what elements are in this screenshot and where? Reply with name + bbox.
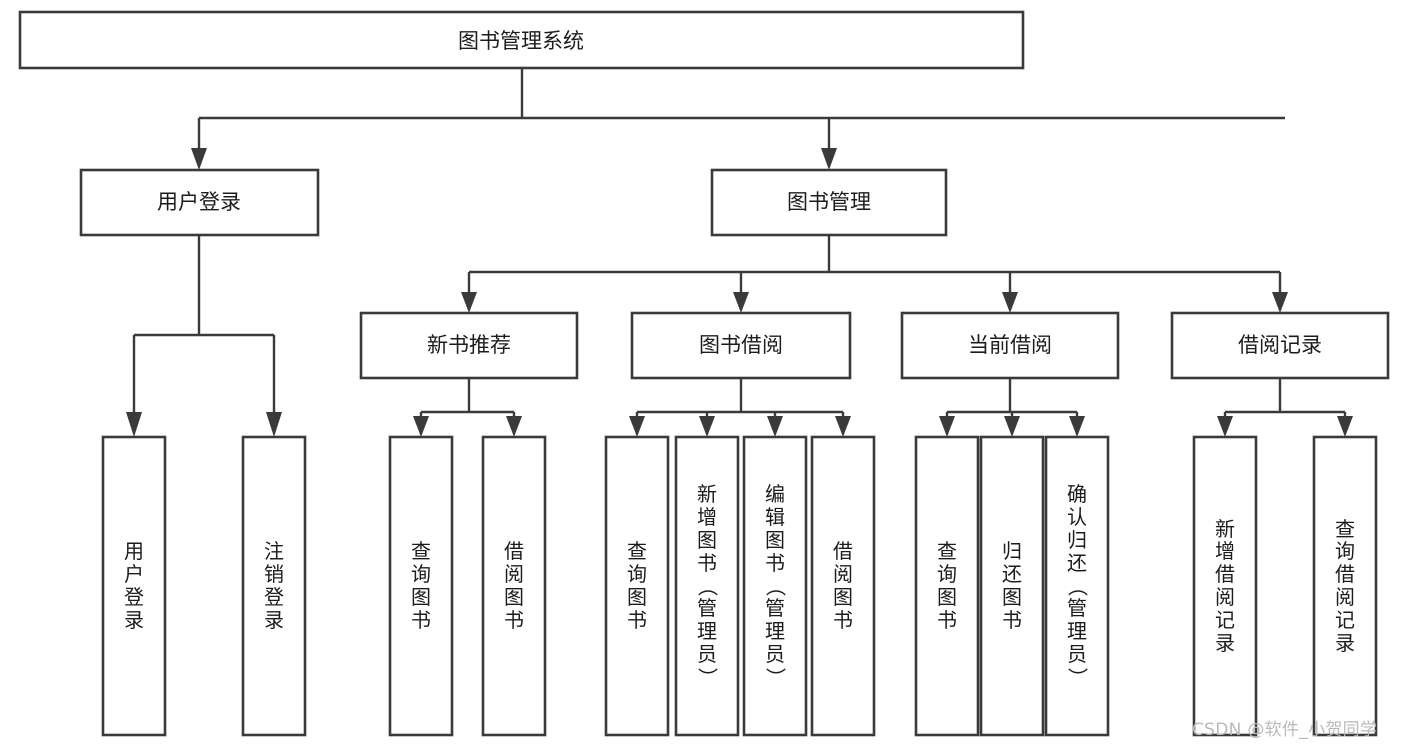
arrow-bookmanage-to-newbook [461,292,477,313]
node-book-borrow-box[interactable] [630,311,852,380]
arrow-newbook-leaf-1 [413,416,429,437]
arrow-current-leaf-3 [1069,416,1085,437]
leaf-box-book-borrow-2[interactable] [674,435,740,737]
arrow-bookmanage-to-borrow [733,292,749,313]
arrow-borrow-leaf-4 [835,416,851,437]
node-current-borrow-box[interactable] [900,311,1120,380]
leaf-box-book-borrow-3[interactable] [742,435,808,737]
node-book-manage-box[interactable] [710,168,948,237]
arrow-root-to-book-manage [821,148,837,170]
node-user-login-box[interactable] [79,168,320,237]
leaf-box-current-borrow-2[interactable] [979,435,1045,737]
leaf-box-user-login-2[interactable] [241,435,307,737]
arrow-root-to-user-login [191,148,207,170]
leaf-box-current-borrow-1[interactable] [914,435,980,737]
node-borrow-record-label: 借阅记录 [1238,333,1322,357]
node-current-borrow-label: 当前借阅 [968,333,1052,357]
arrow-record-leaf-2 [1337,416,1353,437]
node-book-manage-label: 图书管理 [787,190,871,214]
arrow-current-leaf-1 [939,416,955,437]
node-user-login[interactable]: 用户登录 [79,168,320,237]
leaf-box-book-borrow-4[interactable] [810,435,876,737]
node-book-borrow-label: 图书借阅 [699,333,783,357]
arrow-borrow-leaf-1 [629,416,645,437]
leaf-box-new-book-1[interactable] [388,435,454,737]
arrow-current-leaf-2 [1004,416,1020,437]
arrow-userlogin-leaf-2 [266,412,282,437]
leaf-box-borrow-record-1[interactable] [1192,435,1258,737]
arrow-bookmanage-to-current [1002,292,1018,313]
arrow-borrow-leaf-3 [767,416,783,437]
node-new-book-recommend-box[interactable] [359,311,579,380]
node-book-manage[interactable]: 图书管理 [710,168,948,237]
arrow-bookmanage-to-record [1272,292,1288,313]
node-root[interactable]: 图书管理系统 [18,10,1025,70]
arrow-newbook-leaf-2 [506,416,522,437]
node-new-book-recommend[interactable]: 新书推荐 [359,311,579,380]
leaf-box-user-login-1[interactable] [101,435,167,737]
node-current-borrow[interactable]: 当前借阅 [900,311,1120,380]
node-borrow-record[interactable]: 借阅记录 [1170,311,1390,380]
leaf-box-book-borrow-1[interactable] [604,435,670,737]
leaf-box-borrow-record-2[interactable] [1312,435,1378,737]
node-borrow-record-box[interactable] [1170,311,1390,380]
node-user-login-label: 用户登录 [157,190,241,214]
node-root-label: 图书管理系统 [458,29,584,53]
arrow-borrow-leaf-2 [699,416,715,437]
leaf-box-new-book-2[interactable] [481,435,547,737]
node-root-box[interactable] [18,10,1025,70]
arrow-record-leaf-1 [1217,416,1233,437]
csdn-watermark: CSDN @软件_小贺同学 [1192,720,1378,740]
connector-layer [126,68,1353,437]
arrow-userlogin-leaf-1 [126,412,142,437]
node-new-book-recommend-label: 新书推荐 [427,333,511,357]
leaf-box-current-borrow-3[interactable] [1044,435,1110,737]
node-book-borrow[interactable]: 图书借阅 [630,311,852,380]
node-layer: 图书管理系统 用户登录 图书管理 新书推荐 图书借阅 当前 [18,10,1390,737]
